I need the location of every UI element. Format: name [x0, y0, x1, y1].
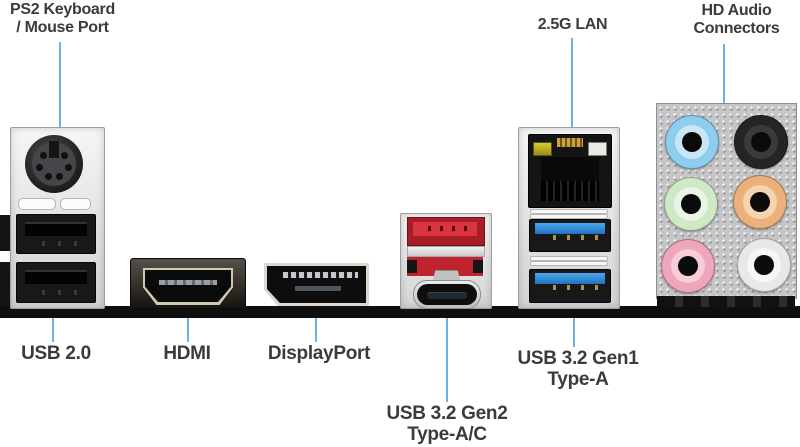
- ps2-pin: [65, 164, 72, 171]
- bezel-ridge: [530, 261, 608, 266]
- usb-gen1-tongue: [535, 273, 605, 284]
- jack-hole: [681, 194, 701, 214]
- callout-hdmi-label: HDMI: [163, 343, 211, 364]
- audio-jack-pink: [661, 239, 715, 293]
- lan-gold-contacts: [557, 138, 583, 147]
- ps2-pin: [36, 164, 43, 171]
- usb2-port-2: [16, 262, 96, 303]
- port-latch: [473, 260, 483, 273]
- arrow-audio: [723, 44, 725, 114]
- arrow-displayport: [315, 303, 317, 342]
- jack-hole: [750, 192, 770, 212]
- bezel-ridge: [530, 214, 608, 219]
- audio-jack-orange: [733, 175, 787, 229]
- ps2-port: [25, 135, 83, 193]
- usb2-contact-marks: [29, 241, 83, 246]
- usb-gen1-tongue: [535, 223, 605, 234]
- port-latch: [407, 260, 417, 273]
- hdmi-shell: [143, 268, 233, 305]
- callout-lan-label: 2.5G LAN: [510, 16, 635, 34]
- lan-usb-bezel: [518, 127, 620, 309]
- lan-cavity: [541, 157, 599, 201]
- usb-gen1-contacts: [542, 285, 598, 290]
- callout-ps2-label: PS2 Keyboard / Mouse Port: [0, 1, 125, 37]
- hdmi-cavity: [145, 270, 231, 302]
- usb2-tongue: [25, 270, 87, 284]
- callout-audio-line1: HD Audio: [701, 2, 772, 19]
- lan-led-right: [588, 142, 607, 156]
- audio-panel: [656, 103, 797, 299]
- usb2-tongue: [25, 222, 87, 236]
- bezel-vent-slot: [18, 198, 56, 210]
- port-side-shadow: [0, 215, 10, 251]
- usb2-port-1: [16, 214, 96, 254]
- callout-usb32gen1-label: USB 3.2 Gen1 Type-A: [517, 348, 639, 391]
- displayport-cavity: [267, 266, 366, 303]
- audio-jack-light-blue: [665, 115, 719, 169]
- callout-displayport-label: DisplayPort: [267, 343, 371, 364]
- jack-hole: [751, 132, 771, 152]
- lan-led-left: [533, 142, 552, 156]
- ps2-pin: [61, 152, 68, 159]
- usb-c-port: [413, 280, 481, 309]
- usb-c-cavity: [417, 284, 477, 305]
- usb-a-gen2-lower: [407, 257, 483, 276]
- audio-panel-base-strip: [657, 296, 795, 307]
- jack-hole: [682, 132, 702, 152]
- usb-gen1-port-1: [529, 219, 611, 252]
- audio-jack-green: [664, 177, 718, 231]
- ps2-key-notch: [49, 141, 59, 158]
- arrow-usb2: [52, 303, 54, 342]
- usb-gen1-port-2: [529, 269, 611, 303]
- callout-usb32gen2-label: USB 3.2 Gen2 Type-A/C: [386, 403, 508, 446]
- arrow-usb32gen1: [573, 306, 575, 347]
- usb-a-gen2-tongue: [413, 222, 477, 236]
- ps2-port-inner: [32, 141, 76, 186]
- hdmi-port: [130, 258, 246, 309]
- arrow-lan: [571, 38, 573, 138]
- callout-audio-line2: Connectors: [693, 19, 780, 37]
- jack-hole: [678, 256, 698, 276]
- callout-lan-line1: 2.5G LAN: [537, 16, 608, 33]
- usb-gen1-contacts: [542, 235, 598, 240]
- ps2-pin: [56, 173, 63, 180]
- callout-ps2-line1: PS2 Keyboard: [10, 1, 115, 18]
- usb2-contact-marks: [29, 290, 83, 295]
- displayport-port: [264, 263, 369, 306]
- jack-hole: [754, 255, 774, 275]
- bezel-ridge: [530, 256, 608, 261]
- ps2-pin: [40, 152, 47, 159]
- audio-jack-black: [734, 115, 788, 169]
- displayport-contact-bar: [295, 286, 341, 291]
- bezel-ridge: [530, 209, 608, 214]
- ps2-pin: [45, 173, 52, 180]
- arrow-hdmi: [187, 303, 189, 342]
- ps2-usb2-bezel: [10, 127, 105, 309]
- lan-port: [528, 134, 612, 208]
- audio-jack-white: [737, 238, 791, 292]
- port-side-shadow: [0, 262, 10, 306]
- lan-pin-comb: [541, 181, 599, 201]
- bezel-ridge: [407, 246, 485, 257]
- usb-c-tongue: [427, 292, 467, 299]
- callout-usb2-label: USB 2.0: [21, 343, 91, 364]
- callout-ps2-line2: / Mouse Port: [16, 18, 109, 36]
- arrow-ps2: [59, 42, 61, 128]
- pcb-edge-bar: [0, 306, 800, 318]
- arrow-usb32gen2: [446, 306, 448, 402]
- usb32gen2-bezel: [400, 213, 492, 309]
- hdmi-contact-strip: [159, 280, 217, 285]
- usb-a-gen2-contacts: [419, 226, 471, 231]
- usb-a-gen2-port: [407, 217, 485, 246]
- bezel-vent-slot: [60, 198, 91, 210]
- displayport-pin-row: [283, 272, 358, 278]
- callout-audio-label: HD Audio Connectors: [674, 2, 799, 38]
